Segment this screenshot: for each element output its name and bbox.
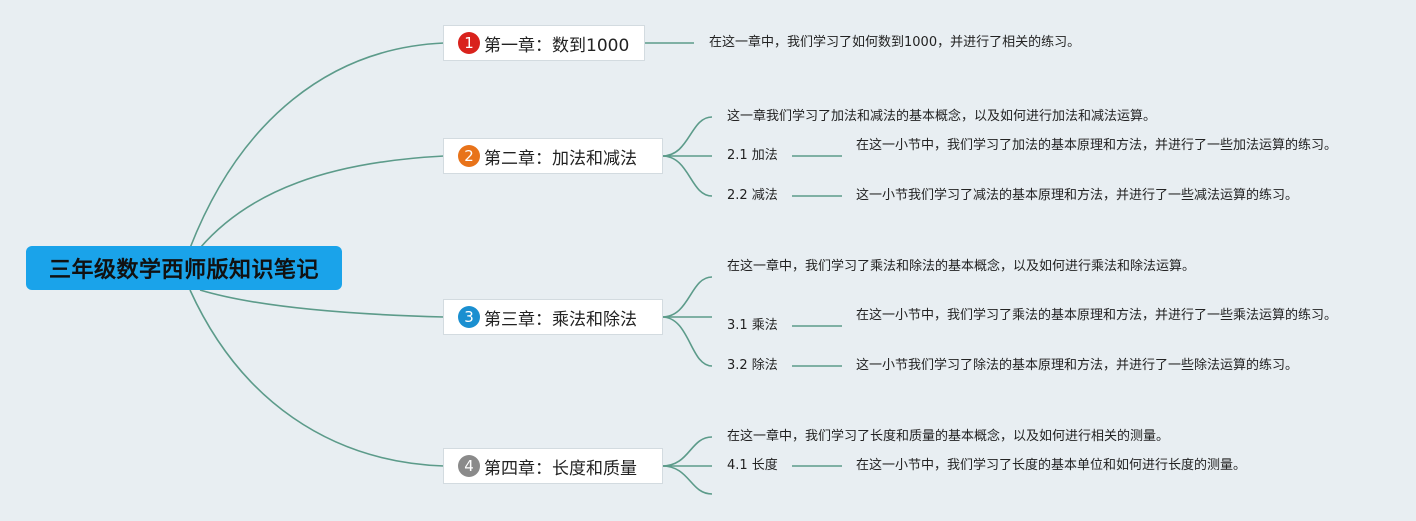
section-3-2-note[interactable]: 这一小节我们学习了除法的基本原理和方法，并进行了一些除法运算的练习。 (856, 358, 1299, 373)
chapter-3-summary[interactable]: 在这一章中，我们学习了乘法和除法的基本概念，以及如何进行乘法和除法运算。 (727, 259, 1196, 274)
link-root-ch1 (189, 42, 445, 249)
link-root-ch3 (199, 289, 445, 318)
link-ch2-s2 (661, 155, 713, 197)
chapter-2-summary[interactable]: 这一章我们学习了加法和减法的基本概念，以及如何进行加法和减法运算。 (727, 109, 1157, 124)
link-ch3-summary (661, 276, 713, 318)
chapter-node-3[interactable]: 3 第三章：乘法和除法 (443, 299, 663, 335)
link-ch2-summary (661, 116, 713, 157)
link-root-ch4 (189, 289, 445, 467)
section-2-2-note[interactable]: 这一小节我们学习了减法的基本原理和方法，并进行了一些减法运算的练习。 (856, 188, 1299, 203)
link-root-ch2 (199, 155, 445, 249)
chapter-1-summary[interactable]: 在这一章中，我们学习了如何数到1000，并进行了相关的练习。 (709, 35, 1081, 50)
section-2-1-note[interactable]: 在这一小节中，我们学习了加法的基本原理和方法，并进行了一些加法运算的练习。 (856, 138, 1338, 153)
section-2-2-label[interactable]: 2.2 减法 (727, 188, 778, 203)
chapter-title: 第一章：数到1000 (484, 35, 630, 56)
chapter-title: 第二章：加法和减法 (484, 148, 637, 169)
chapter-node-1[interactable]: 1 第一章：数到1000 (443, 25, 645, 61)
chapter-number-badge-icon: 2 (458, 145, 480, 167)
section-4-1-label[interactable]: 4.1 长度 (727, 458, 778, 473)
link-ch4-summary (661, 436, 713, 467)
chapter-title: 第三章：乘法和除法 (484, 309, 637, 330)
chapter-4-summary[interactable]: 在这一章中，我们学习了长度和质量的基本概念，以及如何进行相关的测量。 (727, 429, 1170, 444)
chapter-node-2[interactable]: 2 第二章：加法和减法 (443, 138, 663, 174)
chapter-node-4[interactable]: 4 第四章：长度和质量 (443, 448, 663, 484)
section-2-1-label[interactable]: 2.1 加法 (727, 148, 778, 163)
chapter-number-badge-icon: 1 (458, 32, 480, 54)
link-ch4-extra (661, 465, 713, 495)
chapter-title: 第四章：长度和质量 (484, 458, 637, 479)
chapter-number-badge-icon: 4 (458, 455, 480, 477)
root-node-title[interactable]: 三年级数学西师版知识笔记 (26, 246, 342, 290)
link-ch3-s2 (661, 316, 713, 367)
section-4-1-note[interactable]: 在这一小节中，我们学习了长度的基本单位和如何进行长度的测量。 (856, 458, 1247, 473)
section-3-2-label[interactable]: 3.2 除法 (727, 358, 778, 373)
section-3-1-note[interactable]: 在这一小节中，我们学习了乘法的基本原理和方法，并进行了一些乘法运算的练习。 (856, 308, 1338, 323)
chapter-number-badge-icon: 3 (458, 306, 480, 328)
section-3-1-label[interactable]: 3.1 乘法 (727, 318, 778, 333)
